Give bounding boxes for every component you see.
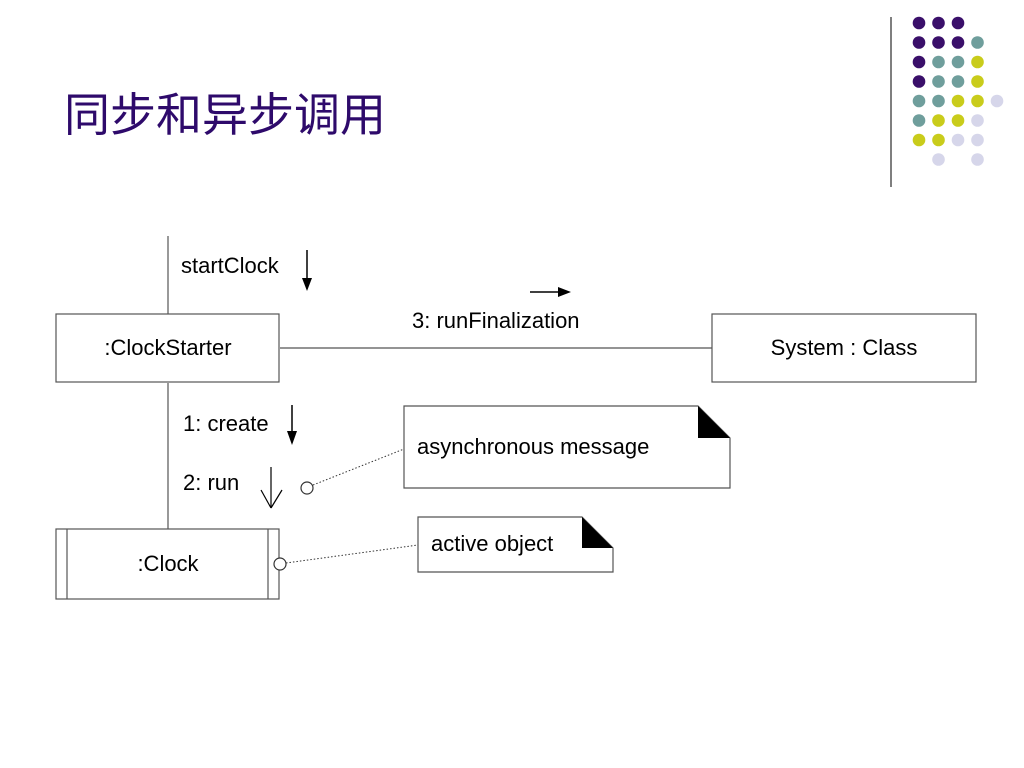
decorative-dot: [912, 36, 926, 49]
decorative-dot: [951, 133, 965, 147]
note-asynchronous-message-label: asynchronous message: [417, 434, 649, 459]
note-active-object-label: active object: [431, 531, 553, 556]
decorative-dot: [971, 94, 984, 108]
slide-title: 同步和异步调用: [64, 88, 386, 142]
decorative-dot: [932, 114, 945, 127]
message-run-finalization-label: 3: runFinalization: [412, 308, 580, 333]
decorative-dot: [951, 36, 965, 49]
decorative-dot: [971, 114, 984, 127]
decorative-dot: [951, 55, 965, 69]
decorative-dot: [971, 75, 984, 88]
decorative-dot: [951, 114, 965, 127]
object-clock-label: :Clock: [137, 551, 199, 576]
decorative-dot: [912, 75, 926, 88]
message-start-clock-label: startClock: [181, 253, 280, 278]
object-system-class[interactable]: System : Class: [711, 313, 977, 383]
sync-arrow-down-icon: [302, 250, 312, 291]
decorative-dot: [912, 114, 926, 127]
decorative-dot-grid: [912, 16, 1004, 166]
sync-arrow-right-icon: [530, 287, 571, 297]
message-run-label: 2: run: [183, 470, 239, 495]
decorative-dot: [990, 94, 1004, 108]
object-system-class-label: System : Class: [771, 335, 918, 360]
decorative-dot: [932, 55, 945, 69]
decorative-dot: [951, 94, 965, 108]
object-clock[interactable]: :Clock: [55, 528, 280, 600]
decorative-dot: [932, 94, 945, 108]
sync-arrow-down-icon: [287, 405, 297, 445]
decorative-dot: [971, 36, 984, 49]
decorative-dot: [951, 75, 965, 88]
decorative-dot: [912, 133, 926, 147]
decorative-dot: [971, 55, 984, 69]
decorative-dot: [951, 16, 965, 30]
note-anchor-active: [273, 544, 419, 571]
decorative-dot: [971, 153, 984, 166]
object-clock-starter-label: :ClockStarter: [104, 335, 231, 360]
note-active-object[interactable]: active object: [417, 516, 614, 573]
async-arrow-down-icon: [260, 467, 283, 509]
decorative-dot: [932, 153, 945, 166]
object-clock-starter[interactable]: :ClockStarter: [55, 313, 280, 383]
decorative-dot: [912, 55, 926, 69]
decorative-dot: [932, 133, 945, 147]
decorative-dot: [912, 94, 926, 108]
note-anchor-async: [300, 448, 405, 495]
decorative-dot: [971, 133, 984, 147]
note-asynchronous-message[interactable]: asynchronous message: [403, 405, 731, 489]
decorative-dot: [912, 16, 926, 30]
decorative-dot: [932, 36, 945, 49]
message-create-label: 1: create: [183, 411, 269, 436]
decorative-dot: [932, 16, 945, 30]
decorative-dot: [932, 75, 945, 88]
